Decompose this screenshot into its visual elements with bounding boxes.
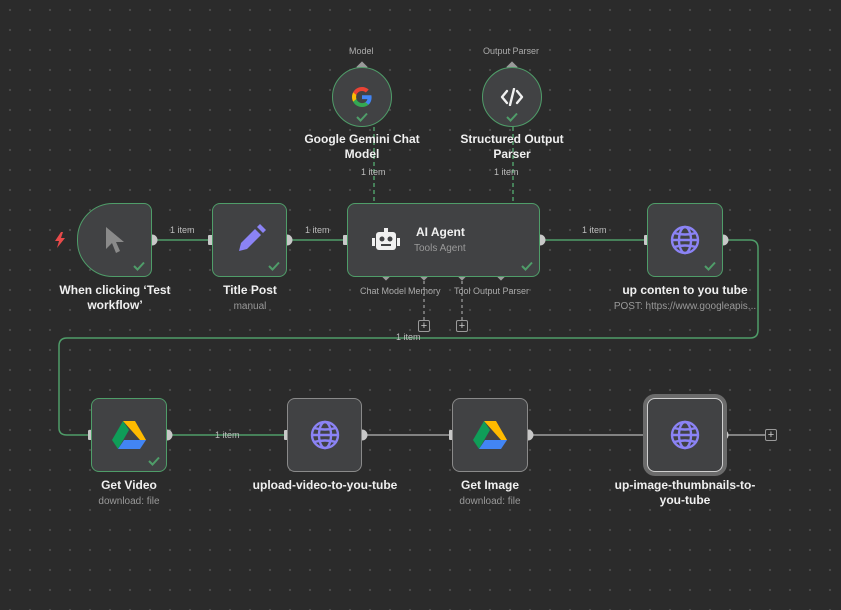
connection-count-label: 1 item (582, 225, 607, 235)
robot-icon (372, 228, 400, 250)
title-post-subtitle: manual (233, 301, 267, 312)
up-thumbnails-node[interactable] (647, 398, 723, 472)
port-label-chat-model: Chat Model (360, 286, 407, 296)
trigger-node[interactable] (77, 203, 152, 277)
gemini-top-label: Model (349, 46, 374, 56)
get-image-node[interactable] (452, 398, 528, 472)
structured-parser-node[interactable] (482, 67, 542, 127)
connection-count-label: 1 item (215, 430, 240, 440)
ai-agent-title: AI Agent (416, 225, 465, 239)
upload-video-label: upload-video-to-you-tube (252, 478, 398, 492)
trigger-node-label: When clicking ‘Test workflow’ (59, 283, 171, 312)
parser-label: Structured Output Parser (460, 132, 564, 161)
parser-top-label: Output Parser (483, 46, 540, 56)
get-image-subtitle: download: file (459, 496, 521, 507)
pencil-icon (238, 224, 266, 251)
gemini-node[interactable] (332, 67, 392, 127)
port-label-memory: Memory (408, 286, 441, 296)
cursor-icon (105, 227, 124, 253)
check-icon (268, 261, 280, 271)
google-icon (352, 87, 372, 107)
check-icon (506, 112, 518, 122)
get-video-subtitle: download: file (98, 496, 160, 507)
port-label-output-parser: Output Parser (473, 286, 530, 296)
connection-count-label: 1 item (170, 225, 195, 235)
ai-agent-node[interactable]: AI Agent Tools Agent (347, 203, 540, 277)
get-image-label: Get Image (460, 478, 520, 492)
connection-count-label: 1 item (494, 167, 519, 177)
title-post-node[interactable] (212, 203, 287, 277)
get-video-node[interactable] (91, 398, 167, 472)
lightning-icon (55, 232, 65, 248)
up-content-subtitle: POST: https://www.googleapis... (613, 301, 757, 312)
up-content-label: up conten to you tube (622, 283, 748, 297)
add-node-button[interactable]: + (765, 429, 777, 441)
globe-icon (670, 420, 700, 450)
edge-upcontent-to-getvideo (58, 239, 759, 436)
check-icon (133, 261, 145, 271)
ai-agent-subtitle: Tools Agent (414, 243, 466, 254)
upload-video-node[interactable] (287, 398, 362, 472)
connection-count-label: 1 item (361, 167, 386, 177)
globe-icon (670, 225, 700, 255)
check-icon (521, 261, 533, 271)
up-content-node[interactable] (647, 203, 723, 277)
title-post-label: Title Post (223, 283, 277, 297)
check-icon (356, 112, 368, 122)
connection-count-label: 1 item (305, 225, 330, 235)
gemini-label: Google Gemini Chat Model (304, 132, 420, 161)
get-video-label: Get Video (101, 478, 157, 492)
globe-icon (310, 420, 339, 450)
check-icon (148, 456, 160, 466)
check-icon (704, 261, 716, 271)
connection-count-label: 1 item (396, 332, 421, 342)
add-tool-button[interactable]: + (456, 320, 468, 332)
port-label-tool: Tool (454, 286, 471, 296)
code-icon (500, 88, 524, 106)
google-drive-icon (473, 421, 507, 449)
up-thumbnails-label: up-image-thumbnails-to-you-tube (614, 478, 756, 507)
add-memory-button[interactable]: + (418, 320, 430, 332)
google-drive-icon (112, 421, 146, 449)
